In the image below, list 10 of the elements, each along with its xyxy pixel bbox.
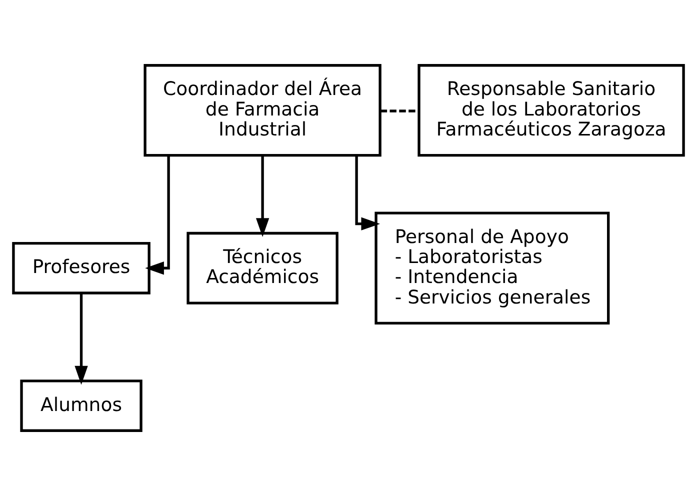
arrow [145,156,170,275]
arrow [355,156,380,230]
arrow [256,156,270,237]
arrow [74,293,88,385]
node-box: Alumnos [20,380,142,432]
node-box: Coordinador del Área de Farmacia Industrial [144,64,382,157]
node-box: Responsable Sanitario de los Laboratorios Farmacéuticos Zaragoza [418,64,685,157]
node-box: Profesores [12,242,150,294]
node-box: Personal de Apoyo - Laboratoristas - Intendencia - Servicios generales [374,212,610,325]
node-box: Técnicos Académicos [186,232,338,304]
